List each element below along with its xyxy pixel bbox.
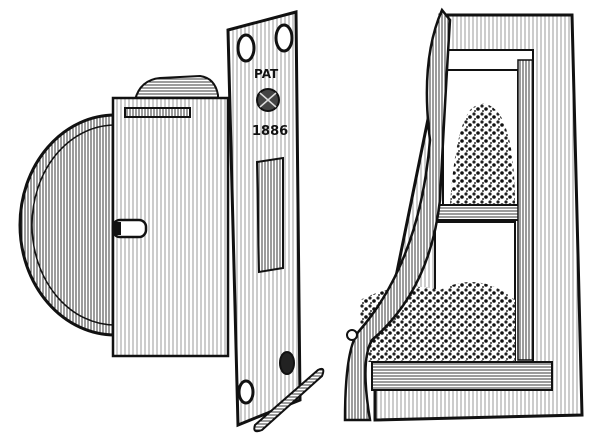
- window: [360, 13, 584, 422]
- sash-lock: [18, 74, 230, 358]
- plate-stamp-year: 1886: [252, 124, 288, 139]
- plate-stamp-pat: PAT: [254, 67, 279, 81]
- lock-plate: PAT 1886: [226, 10, 325, 433]
- curtain: [343, 7, 452, 422]
